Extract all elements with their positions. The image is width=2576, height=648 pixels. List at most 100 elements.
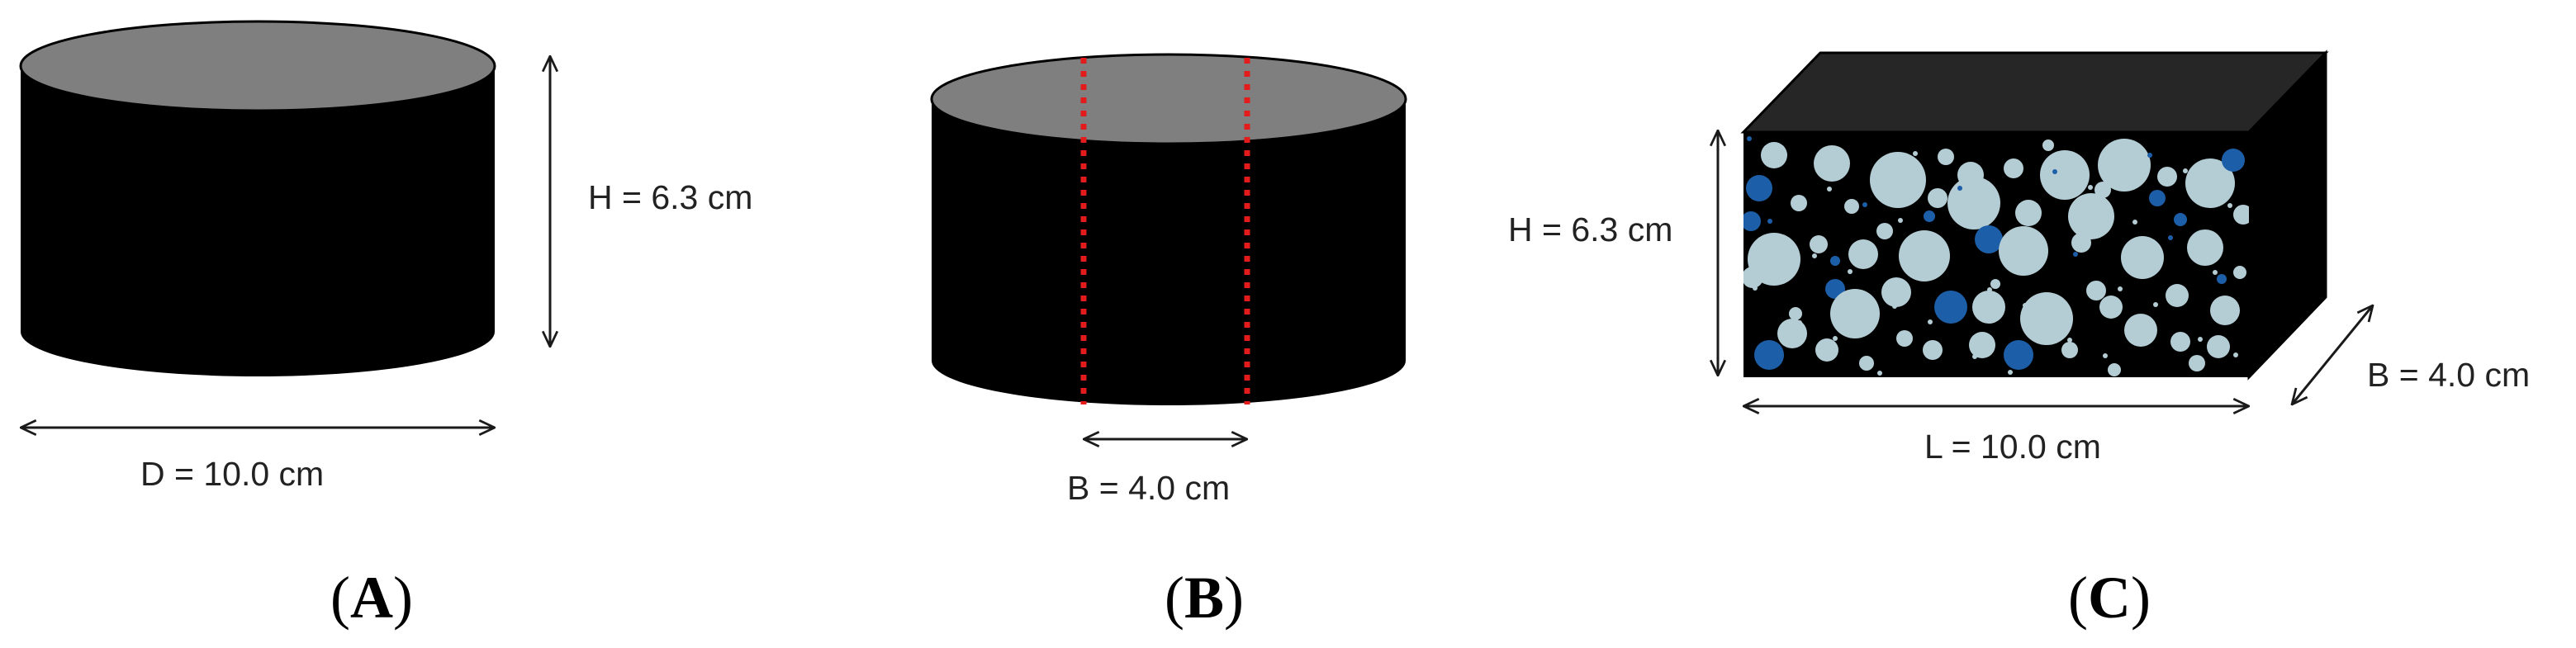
aggregate-fine <box>2038 236 2042 241</box>
aggregate-fine <box>2213 270 2218 275</box>
aggregate-particle <box>2207 335 2230 358</box>
aggregate-particle <box>1924 210 1935 222</box>
panel-caption-c: (C) <box>2068 565 2151 631</box>
panel-b: B = 4.0 cm (B) <box>930 53 1407 631</box>
aggregate-particle <box>1761 142 1787 168</box>
prism-c <box>1740 50 2329 381</box>
aggregate-fine <box>1833 336 1838 341</box>
aggregate-particle <box>2189 355 2205 371</box>
aggregate-fine <box>1892 304 1897 309</box>
aggregate-particle <box>2222 149 2245 172</box>
aggregate-particle <box>1814 145 1850 182</box>
prism-top-face <box>1740 51 2329 134</box>
aggregate-particle <box>1743 267 1763 288</box>
aggregate-fine <box>1827 187 1832 192</box>
cylinder-a <box>19 20 496 376</box>
aggregate-particle <box>1810 235 1828 253</box>
panel-a: H = 6.3 cm D = 10.0 cm (A) <box>19 20 752 631</box>
diameter-label-a: D = 10.0 cm <box>140 455 324 493</box>
aggregate-fine <box>2088 185 2093 190</box>
aggregate-particle <box>2157 167 2177 187</box>
aggregate-particle <box>2094 182 2111 198</box>
aggregate-fine <box>1818 168 1823 173</box>
aggregate-fine <box>1767 219 1772 224</box>
aggregate-particle <box>2042 140 2054 151</box>
aggregate-fine <box>2198 337 2203 342</box>
aggregate-particle <box>1815 338 1838 362</box>
aggregate-fine <box>2067 338 2072 343</box>
aggregate-fine <box>1753 286 1758 291</box>
aggregate-particle <box>2170 332 2190 352</box>
aggregate-particle <box>1746 175 1772 201</box>
aggregate-particle <box>1923 340 1943 360</box>
aggregate-fine <box>1862 202 1867 207</box>
aggregate-particle <box>2233 205 2249 225</box>
aggregate-particle <box>1743 211 1761 231</box>
aggregate-particle <box>2217 274 2227 284</box>
aggregate-fine <box>2008 370 2013 375</box>
aggregate-particle <box>1830 256 1840 266</box>
aggregate-particle <box>2108 363 2121 376</box>
aggregate-particle <box>1990 279 2000 289</box>
aggregate-particle <box>2068 193 2114 239</box>
aggregate-fine <box>1797 320 1802 325</box>
width-label-b: B = 4.0 cm <box>1067 469 1230 507</box>
aggregate-fine <box>1913 151 1918 156</box>
aggregate-fine <box>1907 237 1912 242</box>
aggregate-fine <box>2118 286 2123 291</box>
aggregate-fine <box>1928 319 1933 324</box>
aggregate-particle <box>1789 307 1802 320</box>
aggregate-particle <box>1876 223 1893 239</box>
aggregate-particle <box>1848 239 1878 269</box>
aggregate-fine <box>1848 269 1853 274</box>
cylinder-b <box>930 53 1407 405</box>
aggregate-particle <box>1754 340 1784 370</box>
aggregate-fine <box>2227 203 2232 208</box>
aggregate-fine <box>2073 252 2078 257</box>
aggregate-fine <box>1812 253 1817 258</box>
aggregate-particle <box>1830 289 1880 338</box>
aggregate-particle <box>2149 190 2166 206</box>
aggregate-fine <box>1782 152 1787 157</box>
cylinder-b-body <box>932 99 1406 405</box>
aggregate-fine <box>1877 371 1882 376</box>
aggregate-particle <box>1938 149 1954 165</box>
aggregate-particle <box>2004 340 2033 370</box>
aggregate-particle <box>2061 342 2078 358</box>
aggregate-particle <box>2187 229 2223 266</box>
aggregate-particle <box>1896 330 1913 347</box>
aggregate-particle <box>1975 225 2003 253</box>
aggregate-particle <box>1972 291 2005 324</box>
aggregate-particle <box>2233 266 2246 279</box>
aggregate-fine <box>2183 168 2188 173</box>
aggregate-particle <box>2166 284 2189 307</box>
aggregate-fine <box>2052 169 2057 174</box>
aggregate-fine <box>2023 303 2028 308</box>
width-label-c: B = 4.0 cm <box>2367 356 2530 394</box>
aggregate-particle <box>1859 356 1874 371</box>
cylinder-a-body <box>21 66 495 376</box>
aggregate-particle <box>2099 296 2123 319</box>
aggregate-fine <box>2168 235 2173 240</box>
height-label-a: H = 6.3 cm <box>588 178 752 216</box>
aggregate-particle <box>1928 188 1947 208</box>
width-arrow-c <box>2292 305 2373 404</box>
aggregate-particles <box>1743 136 2249 376</box>
height-label-c: H = 6.3 cm <box>1508 210 1672 248</box>
aggregate-fine <box>2132 220 2137 225</box>
aggregate-particle <box>1934 291 1967 324</box>
aggregate-particle <box>1969 332 1995 358</box>
cylinder-a-top-face <box>19 20 496 112</box>
aggregate-particle <box>2015 200 2042 226</box>
aggregate-particle <box>2004 158 2023 178</box>
aggregate-particle <box>2124 314 2157 347</box>
aggregate-particle <box>2121 236 2164 279</box>
panel-c: H = 6.3 cm L = 10.0 cm B = 4.0 cm (C) <box>1508 50 2530 631</box>
aggregate-particle <box>1791 195 1807 211</box>
aggregate-fine <box>2153 302 2158 307</box>
aggregate-particle <box>2086 281 2106 300</box>
aggregate-particle <box>2185 158 2235 208</box>
aggregate-fine <box>2103 353 2108 358</box>
aggregate-particle <box>1899 230 1950 281</box>
